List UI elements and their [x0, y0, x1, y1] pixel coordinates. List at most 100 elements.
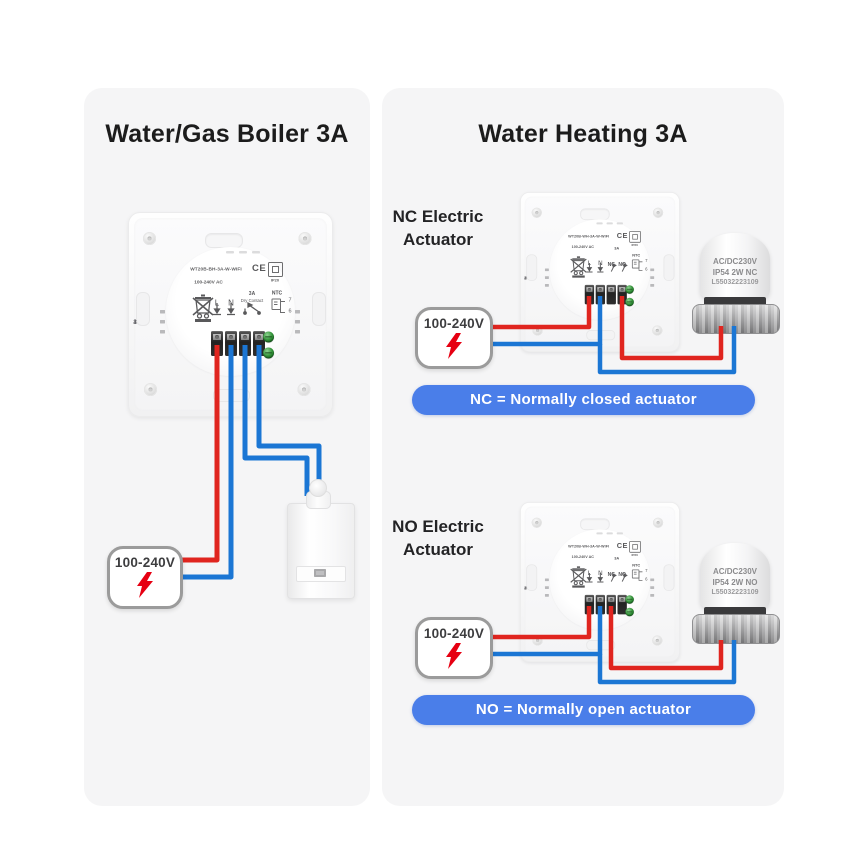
terminal-block-3	[606, 284, 616, 305]
screw-hole	[652, 207, 664, 218]
terminal-number: 3	[524, 585, 527, 591]
terminal-letter-NC: NC	[607, 261, 615, 268]
actuator-serial: L55032223109	[711, 279, 759, 286]
actuator-body	[700, 543, 770, 609]
ce-mark: CE	[252, 263, 267, 274]
weee-bin-icon	[570, 566, 587, 588]
thermostat-back-nc: WT20B-WH-3A-W-WIFI CE IP20 100-240V AC 3…	[520, 192, 680, 352]
power-supply-badge: 100-240V	[415, 307, 493, 369]
power-voltage-label: 100-240V	[423, 626, 485, 641]
bottom-slot	[586, 640, 616, 651]
screw-hole	[297, 383, 311, 396]
screw-hole	[532, 635, 543, 646]
ip-rating: IP20	[631, 243, 638, 247]
no-section-heading: NO Electric Actuator	[386, 515, 490, 561]
boiler-panel-card	[84, 88, 370, 806]
weee-bin-icon	[570, 256, 587, 278]
terminal-block-4	[617, 594, 627, 615]
actuator-collar	[704, 607, 766, 616]
terminal-block-1	[211, 331, 223, 356]
ntc-pin-7: 7	[288, 297, 292, 303]
actuator-knurled-ring	[692, 614, 780, 644]
terminal-number: 3	[524, 275, 527, 281]
nc-heading-line2: Actuator	[403, 230, 473, 249]
ntc-pin-7: 7	[645, 568, 648, 573]
terminal-symbols	[586, 572, 628, 583]
screw-hole	[143, 232, 156, 245]
lightning-icon	[137, 572, 153, 598]
actuator-body	[700, 233, 770, 299]
voltage-rating: 100-240V AC	[571, 244, 594, 249]
model-number: WT20B-WH-3A-W-WIFI	[568, 234, 610, 239]
ntc-pin-6: 6	[645, 266, 648, 272]
terminal-letter-NO: NO	[618, 571, 626, 578]
screw-hole	[144, 383, 157, 396]
right-panel-title: Water Heating 3A	[478, 120, 688, 148]
actuator-voltage: AC/DC230V	[712, 257, 757, 266]
screw-hole	[652, 635, 663, 646]
screw-hole	[532, 325, 543, 336]
thermostat-back-boiler: WT20B-BH-3A-W-WIFI CE IP20 100-240V AC 3…	[128, 212, 333, 417]
side-slot	[663, 564, 675, 591]
screw-hole	[652, 325, 663, 336]
thermostat-back-no: WT20B-WH-3A-W-WIFI CE IP20 100-240V AC 3…	[520, 502, 680, 662]
weee-bin-icon	[192, 294, 214, 322]
terminal-symbols	[586, 262, 628, 273]
nc-section-heading: NC Electric Actuator	[386, 205, 490, 251]
terminal-number: 1	[133, 318, 137, 326]
model-number: WT20B-BH-3A-W-WIFI	[190, 266, 242, 273]
terminal-number: 2	[524, 585, 527, 591]
screw-hole	[652, 517, 664, 528]
no-electric-actuator: AC/DC230V IP54 2W NO L55032223109	[692, 541, 780, 657]
terminal-block-2	[595, 284, 606, 305]
green-screw	[263, 347, 274, 359]
terminal-block-2	[595, 594, 606, 615]
terminal-letter-NC: NC	[607, 571, 615, 578]
actuator-voltage: AC/DC230V	[712, 567, 757, 576]
screw-hole	[531, 207, 542, 218]
voltage-rating: 100-240V AC	[571, 554, 594, 559]
wire-slot	[205, 233, 243, 248]
boiler-display-icon	[314, 569, 326, 577]
terminal-block-3	[239, 331, 251, 356]
wire-slot	[580, 518, 610, 531]
nc-banner: NC = Normally closed actuator	[412, 385, 755, 415]
amp-rating: 3A	[614, 246, 620, 251]
terminal-block-1	[584, 284, 595, 305]
actuator-rating: IP54 2W NC	[712, 268, 758, 277]
terminal-number: 1	[524, 275, 527, 281]
green-screw	[625, 595, 634, 604]
side-slot	[526, 564, 538, 591]
power-voltage-label: 100-240V	[423, 316, 485, 331]
ip-rating-box	[268, 262, 283, 277]
terminal-symbols	[213, 302, 261, 316]
ntc-pin-lines	[638, 261, 643, 271]
terminal-number: 4	[524, 275, 527, 281]
ip-rating-box	[629, 541, 641, 553]
bottom-slot	[586, 330, 616, 341]
ntc-label: NTC	[632, 563, 641, 568]
power-supply-badge: 100-240V	[415, 617, 493, 679]
side-slot	[526, 254, 538, 281]
terminal-number: 4	[133, 318, 137, 326]
terminal-block-4	[617, 284, 627, 305]
ntc-pin-lines	[638, 571, 643, 581]
ntc-label: NTC	[632, 253, 641, 258]
left-panel-title: Water/Gas Boiler 3A	[105, 120, 349, 148]
side-slot	[136, 292, 150, 326]
no-banner: NO = Normally open actuator	[412, 695, 755, 725]
dry-contact-label: Dry Contact	[240, 298, 264, 303]
voltage-rating: 100-240V AC	[194, 279, 223, 286]
amp-rating: 3A	[248, 291, 256, 297]
no-heading-line1: NO Electric	[392, 517, 484, 536]
side-slot	[312, 292, 326, 326]
ntc-label: NTC	[271, 290, 283, 297]
green-screw	[263, 331, 274, 343]
boiler-flue-knob	[309, 479, 327, 497]
terminal-number: 3	[133, 318, 137, 326]
terminal-letter-NO: NO	[618, 261, 626, 268]
no-heading-line2: Actuator	[403, 540, 473, 559]
screw-hole	[298, 232, 312, 245]
terminal-number: 2	[133, 318, 137, 326]
